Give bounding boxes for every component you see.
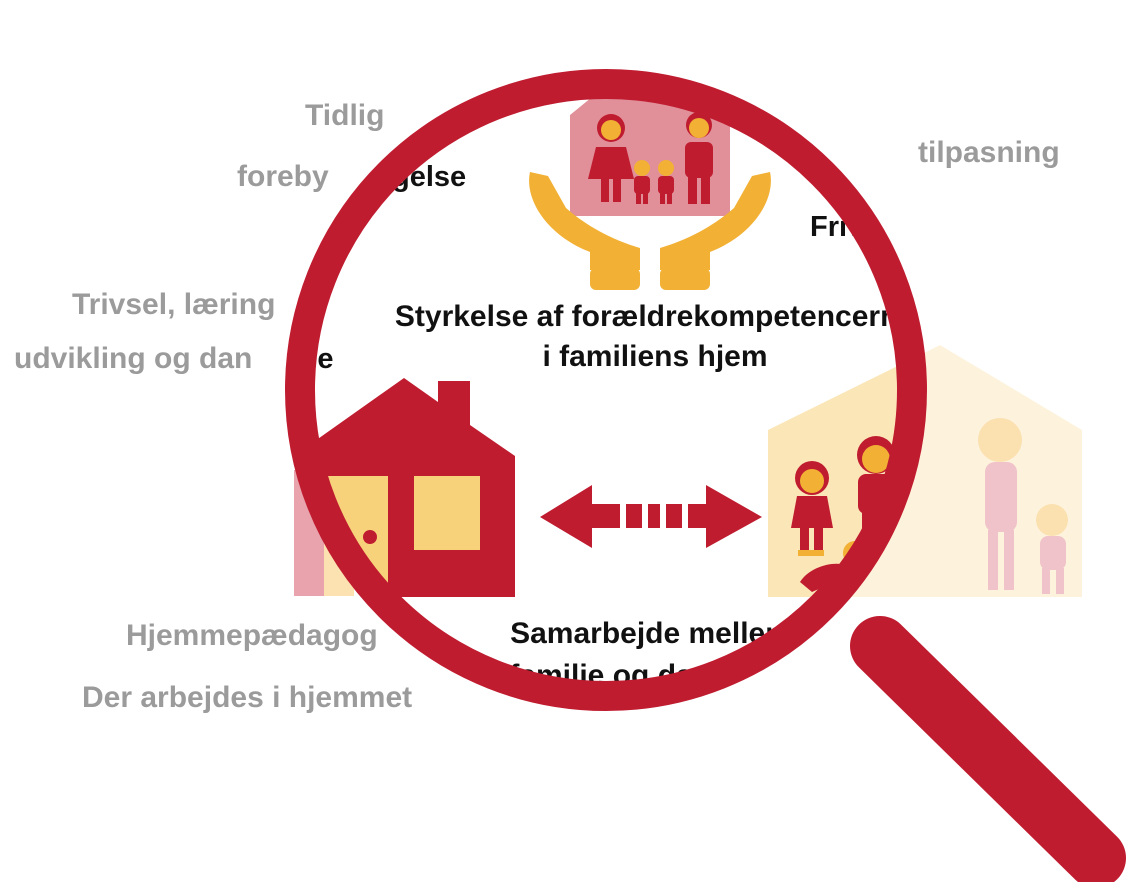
label-der-arbejdes: Der arbejdes i hjemmet: [82, 681, 412, 714]
label-hjemmepaedagog: Hjemmepædagog: [126, 619, 378, 652]
label-tidlig: Tidlig: [305, 99, 384, 132]
label-loebende-right: tilpasning: [918, 136, 1060, 169]
double-arrow-icon: [540, 485, 762, 548]
label-styrkelse-line1: Styrkelse af forældrekompetencerne: [395, 300, 915, 333]
label-samarbejde-line1: Samarbejde mellem: [510, 617, 792, 650]
label-trivsel: Trivsel, læring: [72, 288, 275, 321]
label-udvikling-left: udvikling og dan: [14, 342, 252, 375]
label-forebyggelse-left: foreby: [237, 160, 329, 193]
magnifying-glass-icon: [285, 69, 1126, 882]
label-styrkelse-line2: i familiens hjem: [542, 340, 767, 373]
lens-content: gelse else Løbend Frivilligt Styrkelse a…: [310, 94, 915, 686]
